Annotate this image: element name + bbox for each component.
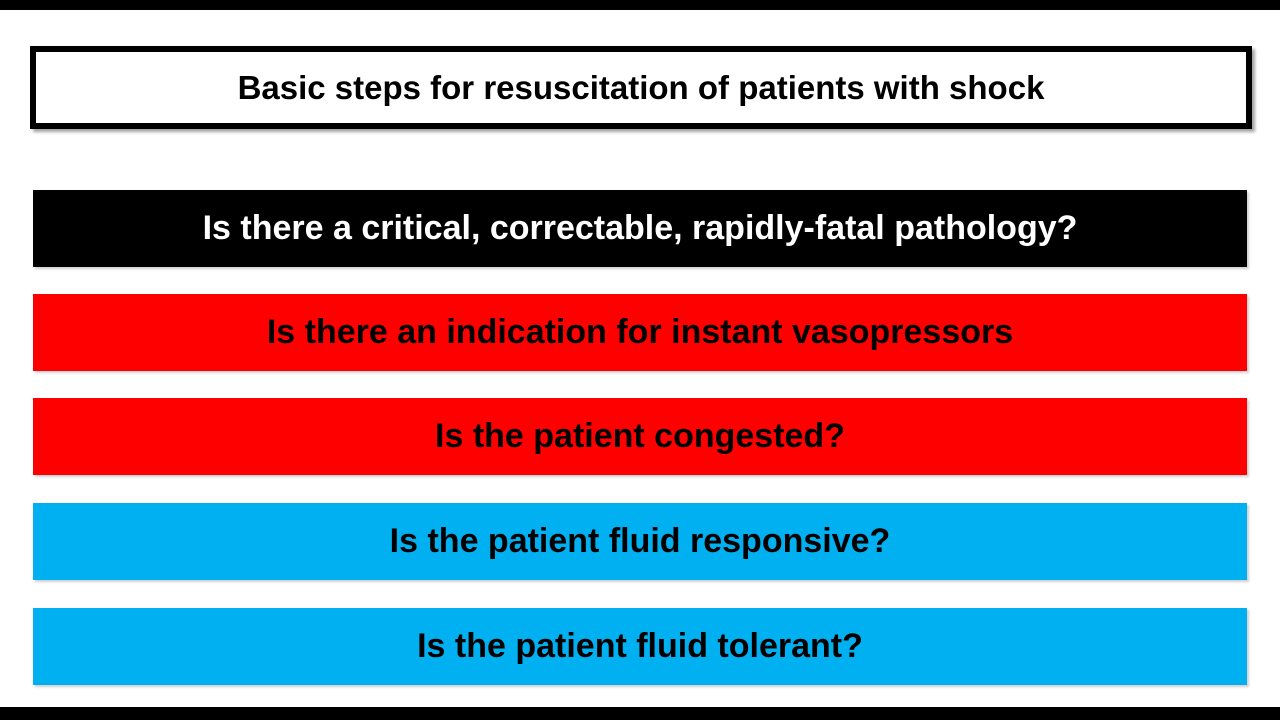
step-label: Is there an indication for instant vasop… — [266, 313, 1014, 351]
step-bar-fluid-tolerant: Is the patient fluid tolerant? — [33, 608, 1247, 685]
step-bar-instant-vasopressors: Is there an indication for instant vasop… — [33, 294, 1247, 371]
step-label: Is the patient fluid tolerant? — [417, 627, 863, 665]
letterbox-bottom — [0, 707, 1280, 720]
step-label: Is there a critical, correctable, rapidl… — [202, 209, 1078, 247]
step-bar-critical-pathology: Is there a critical, correctable, rapidl… — [33, 190, 1247, 267]
step-bar-fluid-responsive: Is the patient fluid responsive? — [33, 503, 1247, 580]
letterbox-top — [0, 0, 1280, 10]
slide-title-box: Basic steps for resuscitation of patient… — [30, 46, 1252, 129]
step-label: Is the patient fluid responsive? — [389, 522, 891, 560]
step-bar-patient-congested: Is the patient congested? — [33, 398, 1247, 475]
slide-title: Basic steps for resuscitation of patient… — [237, 68, 1045, 106]
step-label: Is the patient congested? — [435, 417, 845, 455]
